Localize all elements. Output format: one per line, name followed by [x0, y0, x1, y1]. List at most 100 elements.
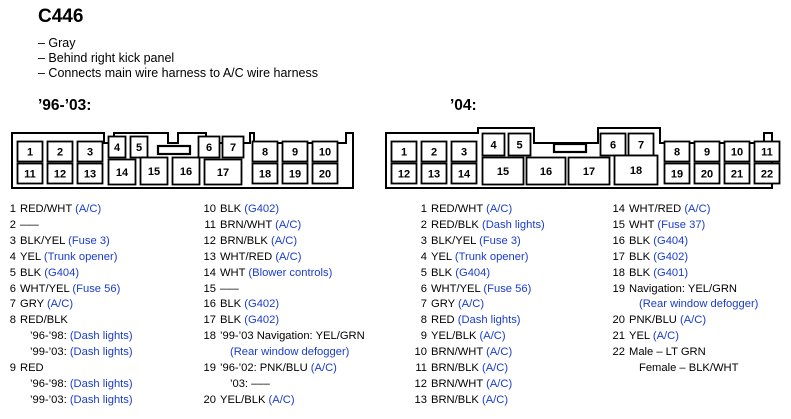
right-pin-label: 12: [398, 169, 410, 181]
pin-number: 10: [203, 203, 216, 215]
pin-row: ’99-’03: (Dash lights): [20, 393, 133, 409]
pin-row: (Rear window defogger): [629, 297, 758, 313]
pin-row: 18’99-’03 Navigation: YEL/GRN: [204, 329, 365, 345]
note-connects: – Connects main wire harness to A/C wire…: [38, 66, 318, 80]
circuit-destination: (G404): [44, 266, 80, 279]
circuit-destination: (G402): [244, 298, 280, 311]
pin-number: 5: [9, 266, 16, 279]
left-pin-label: 9: [292, 147, 298, 159]
right-pin-label: 6: [610, 140, 616, 152]
right-cavity: [599, 132, 627, 157]
right-pin-label: 7: [638, 140, 644, 152]
left-cavity: [221, 135, 245, 159]
circuit-destination: (A/C): [275, 218, 302, 231]
circuit-destination: (Dash lights): [69, 377, 133, 390]
pin-number: 11: [415, 362, 427, 375]
wire-color: ’96-’98:: [30, 377, 67, 390]
circuit-destination: (Fuse 3): [68, 234, 110, 247]
left-cavity: [76, 162, 104, 185]
right-cavity: [481, 132, 506, 157]
circuit-destination: (A/C): [479, 330, 506, 343]
wire-color: RED/BLK: [20, 314, 68, 327]
right-cavity: [420, 162, 448, 185]
wire-color: –––: [220, 282, 239, 295]
circuit-destination: (A/C): [481, 362, 509, 375]
pin-number: 9: [420, 330, 427, 343]
pin-number: 6: [9, 282, 16, 295]
wire-color: BRN/BLK: [220, 234, 268, 247]
right-pin-label: 4: [490, 140, 497, 152]
wire-color: WHT: [629, 218, 655, 231]
pin-number: 1: [420, 203, 427, 215]
pin-number: 11: [204, 218, 216, 231]
left-pin-label: 5: [136, 142, 142, 154]
pin-number: 1: [9, 203, 16, 215]
circuit-destination: (A/C): [486, 203, 513, 215]
right-pin-label: 5: [516, 140, 522, 152]
left-cavity: [46, 140, 74, 163]
right-cavity: [507, 132, 532, 157]
circuit-destination: (A/C): [486, 346, 513, 359]
right-pin-label: 8: [674, 147, 680, 159]
wire-color: BLK: [20, 266, 42, 279]
left-cavity: [107, 135, 127, 159]
circuit-destination: (Fuse 37): [657, 218, 706, 231]
left-pin-label: 16: [180, 166, 192, 178]
left-cavity: [203, 158, 243, 186]
right-cavity: [613, 154, 659, 186]
left-pin-label: 6: [206, 142, 212, 154]
wire-color: YEL/BLK: [220, 393, 266, 406]
right-cavity: [723, 162, 751, 185]
circuit-destination: (A/C): [46, 298, 74, 311]
wire-color: ’96-’98:: [30, 330, 67, 343]
right-pin-label: 20: [701, 169, 713, 181]
wire-color: WHT/YEL: [431, 282, 481, 295]
left-pin-label: 13: [84, 169, 96, 181]
left-pin-label: 4: [114, 142, 121, 154]
left-cavity: [46, 162, 74, 185]
wire-color: WHT/YEL: [20, 282, 70, 295]
wire-color: ’03: –––: [230, 377, 270, 390]
pin-number: 18: [612, 266, 625, 279]
left-pin-label: 20: [319, 169, 331, 181]
left-section-title: ’96-’03:: [38, 97, 92, 114]
circuit-destination: (G402): [653, 250, 689, 263]
pin-number: 13: [203, 250, 216, 263]
wire-color: BRN/WHT: [431, 346, 483, 359]
wire-color: BLK/YEL: [431, 234, 476, 247]
left-cavity: [311, 140, 339, 163]
right-cavity: [663, 162, 691, 185]
wire-color: RED/WHT: [431, 203, 483, 215]
pin-number: 4: [9, 250, 16, 263]
circuit-destination: (Dash lights): [69, 346, 133, 359]
left-pin-label: 11: [24, 169, 36, 181]
note-location: – Behind right kick panel: [38, 51, 175, 65]
circuit-destination: (A/C): [75, 203, 102, 215]
right-pin-label: 2: [431, 147, 437, 159]
pin-row: 19’96-’02: PNK/BLU (A/C): [204, 361, 365, 377]
pin-row: ’99-’03: (Dash lights): [20, 345, 133, 361]
right-cavity: [481, 156, 525, 186]
right-cavity: [663, 140, 691, 163]
wire-color: BLK: [431, 266, 453, 279]
pin-number: 12: [203, 234, 216, 247]
pin-number: 14: [612, 203, 625, 215]
